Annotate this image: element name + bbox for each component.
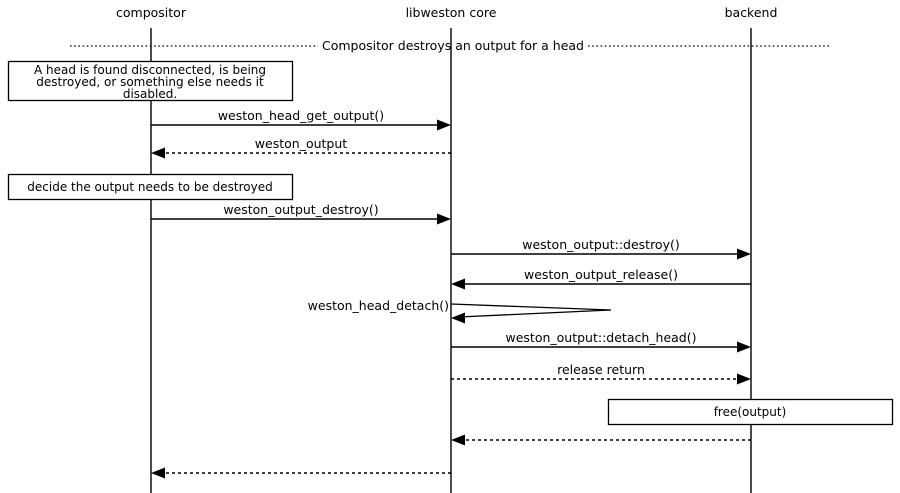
note-head-disconnected-line-3: disabled. — [123, 87, 177, 101]
arrowhead-right-icon — [437, 213, 451, 225]
message-weston-output-destroy: weston_output_destroy() — [151, 202, 451, 225]
note-head-disconnected: A head is found disconnected, is being d… — [7, 60, 294, 102]
note-decide-destroy-box — [7, 173, 294, 201]
message-label-weston-output-destroy: weston_output_destroy() — [223, 202, 378, 217]
message-label-weston-head-detach: weston_head_detach() — [308, 298, 449, 313]
lifeline-label-libweston-core: libweston core — [406, 5, 497, 20]
arrowhead-left-icon — [451, 312, 465, 324]
message-weston-output-destroy-vfunc: weston_output::destroy() — [451, 237, 751, 260]
lifeline-headers: compositor libweston core backend — [116, 5, 777, 20]
lifeline-label-backend: backend — [725, 5, 778, 20]
message-weston-head-get-output: weston_head_get_output() — [151, 108, 451, 131]
note-free-output-line-1: free(output) — [714, 405, 787, 419]
arrowhead-right-icon — [737, 373, 751, 385]
message-label-weston-head-get-output: weston_head_get_output() — [218, 108, 384, 123]
arrowhead-left-icon — [451, 278, 465, 290]
note-decide-destroy: decide the output needs to be destroyed — [7, 173, 294, 201]
message-weston-output-detach-head: weston_output::detach_head() — [451, 330, 751, 353]
message-label-release-return: release return — [557, 362, 645, 377]
arrowhead-left-icon — [151, 467, 165, 479]
note-head-disconnected-line-2: destroyed, or something else needs it — [36, 75, 264, 89]
message-label-weston-output-destroy-vfunc: weston_output::destroy() — [522, 237, 680, 252]
note-head-disconnected-line-1: A head is found disconnected, is being — [34, 63, 266, 77]
arrowhead-right-icon — [737, 341, 751, 353]
note-head-disconnected-box — [7, 60, 294, 102]
arrowhead-left-icon — [151, 147, 165, 159]
message-label-weston-output-detach-head: weston_output::detach_head() — [506, 330, 697, 345]
arrowhead-left-icon — [451, 434, 465, 446]
separator-divider: Compositor destroys an output for a head — [70, 38, 830, 53]
message-backend-return — [451, 434, 751, 446]
arrowhead-right-icon — [437, 119, 451, 131]
message-libweston-return — [151, 467, 451, 479]
message-weston-output-return: weston_output — [151, 136, 451, 159]
message-label-weston-output-release: weston_output_release() — [524, 267, 678, 282]
note-decide-destroy-line-1: decide the output needs to be destroyed — [27, 180, 272, 194]
message-weston-head-detach-self: weston_head_detach() — [308, 298, 612, 324]
separator-label: Compositor destroys an output for a head — [322, 38, 584, 53]
message-release-return: release return — [451, 362, 751, 385]
lifeline-label-compositor: compositor — [116, 5, 187, 20]
note-free-output-box — [607, 398, 894, 426]
message-label-weston-output-return: weston_output — [255, 136, 347, 151]
arrowhead-right-icon — [737, 248, 751, 260]
note-free-output: free(output) — [607, 398, 894, 426]
selfloop-path-weston-head-detach — [450, 303, 612, 318]
message-weston-output-release: weston_output_release() — [451, 267, 751, 290]
